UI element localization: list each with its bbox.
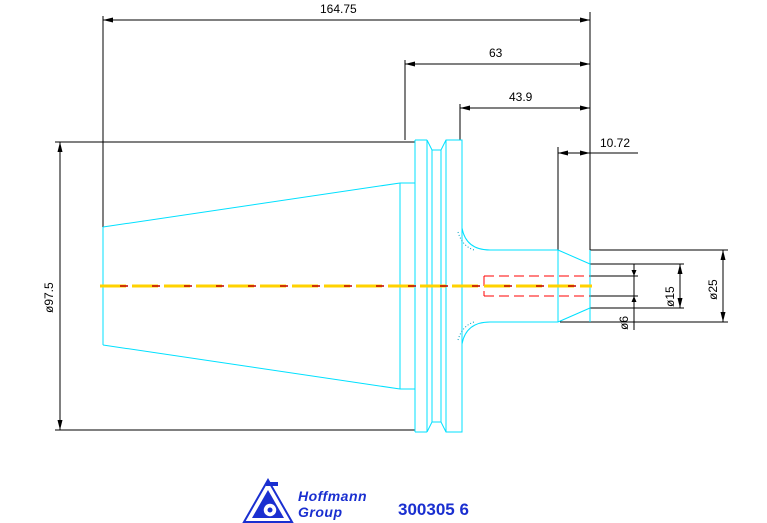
dim-diameter-25: ø25 xyxy=(706,279,720,300)
dimension-lines xyxy=(55,12,728,431)
part-number: 300305 6 xyxy=(398,500,469,519)
dim-body-diameter: ø97.5 xyxy=(42,282,56,313)
dim-diameter-6: ø6 xyxy=(617,316,631,330)
hoffmann-logo-icon xyxy=(242,477,294,523)
dim-neck-length: 43.9 xyxy=(509,90,533,104)
logo-word-group: Group xyxy=(298,504,343,520)
dim-overall-length: 164.75 xyxy=(320,2,357,16)
dimension-arrows xyxy=(57,17,726,430)
logo-word-hoffmann: Hoffmann xyxy=(298,488,368,504)
dim-tip-length: 10.72 xyxy=(600,136,630,150)
dim-shank-length: 63 xyxy=(489,46,503,60)
dim-diameter-15: ø15 xyxy=(663,286,677,307)
